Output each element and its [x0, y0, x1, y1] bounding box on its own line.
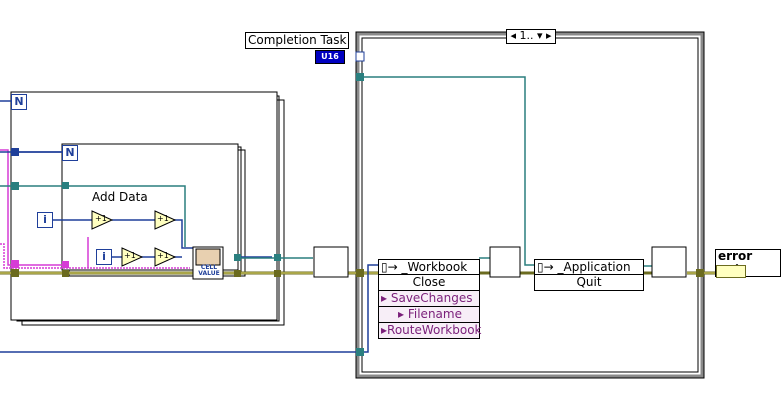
tunnel [11, 148, 19, 156]
invoke-icon: ▯→ [381, 260, 398, 274]
param-save-changes-label: SaveChanges [390, 291, 473, 305]
tunnel [274, 254, 281, 261]
invoke-icon: ▯→ [537, 260, 554, 274]
iteration-terminal: i [37, 212, 53, 228]
param-route-workbook-label: RouteWorkbook [387, 323, 482, 337]
case-selector-label[interactable]: ◂ 1.. ▾ ▸ [506, 29, 556, 44]
tunnel [356, 269, 364, 277]
increment-nodes [91, 210, 177, 267]
loop-count-terminal[interactable]: N [11, 94, 27, 110]
workbook-class-name: _Workbook [401, 260, 468, 274]
tunnels [11, 51, 704, 356]
tunnel [696, 269, 704, 277]
selector-dropdown-icon[interactable]: ▾ [536, 29, 543, 42]
close-reference-node[interactable] [489, 246, 521, 278]
param-filename[interactable]: ▸ Filename [379, 307, 479, 323]
increment-label: +1 [157, 251, 169, 260]
param-route-workbook[interactable]: ▸RouteWorkbook [379, 323, 482, 338]
cell-value-line2: VALUE [198, 270, 220, 277]
workbook-method[interactable]: Close [379, 275, 479, 291]
tunnel [356, 73, 364, 81]
increment-label: +1 [95, 214, 107, 223]
cell-value-line1: CELL [200, 264, 218, 271]
application-class-header: ▯→ _Application [535, 260, 643, 275]
increment-node[interactable] [121, 247, 144, 267]
tunnel [274, 270, 281, 277]
tunnel [62, 270, 69, 277]
loop-count-terminal[interactable]: N [62, 145, 78, 161]
tunnel [234, 254, 241, 261]
close-reference-node[interactable] [651, 246, 687, 278]
workbook-close-node[interactable]: ▯→ _Workbook Close ▸ SaveChanges ▸ Filen… [378, 259, 482, 339]
tunnel [356, 348, 364, 356]
pink-wire [0, 149, 190, 269]
u16-control[interactable]: U16 [315, 50, 345, 64]
selector-right-icon[interactable]: ▸ [546, 29, 552, 42]
iteration-terminal: i [96, 249, 112, 265]
close-reference-node[interactable] [313, 246, 349, 278]
selector-value: 1.. [519, 29, 534, 42]
tunnel [11, 269, 19, 277]
increment-label: +1 [124, 251, 136, 260]
increment-node[interactable] [154, 247, 177, 267]
selector-left-icon[interactable]: ◂ [510, 29, 516, 42]
tunnel [62, 261, 69, 268]
blue-wires [0, 100, 272, 258]
increment-node[interactable] [154, 210, 177, 230]
tunnel [62, 182, 69, 189]
close-ref-nodes [313, 246, 687, 278]
increment-label: +1 [157, 214, 169, 223]
application-class-name: _Application [557, 260, 631, 274]
add-data-label: Add Data [92, 190, 148, 204]
application-quit-node[interactable]: ▯→ _Application Quit [534, 259, 644, 291]
application-method[interactable]: Quit [576, 275, 602, 289]
case-selector-terminal[interactable] [355, 51, 365, 62]
workbook-class-header: ▯→ _Workbook [379, 260, 479, 275]
completion-task-label: Completion Task [245, 32, 350, 49]
increment-node[interactable] [91, 210, 114, 230]
param-save-changes[interactable]: ▸ SaveChanges [379, 291, 479, 307]
face-icon [195, 248, 221, 266]
tunnel [234, 270, 241, 277]
tunnel [11, 260, 19, 268]
param-filename-label: Filename [407, 307, 462, 321]
cell-value-text: CELL VALUE [194, 265, 224, 277]
error-out-indicator[interactable] [716, 265, 746, 278]
tunnel [11, 182, 19, 190]
